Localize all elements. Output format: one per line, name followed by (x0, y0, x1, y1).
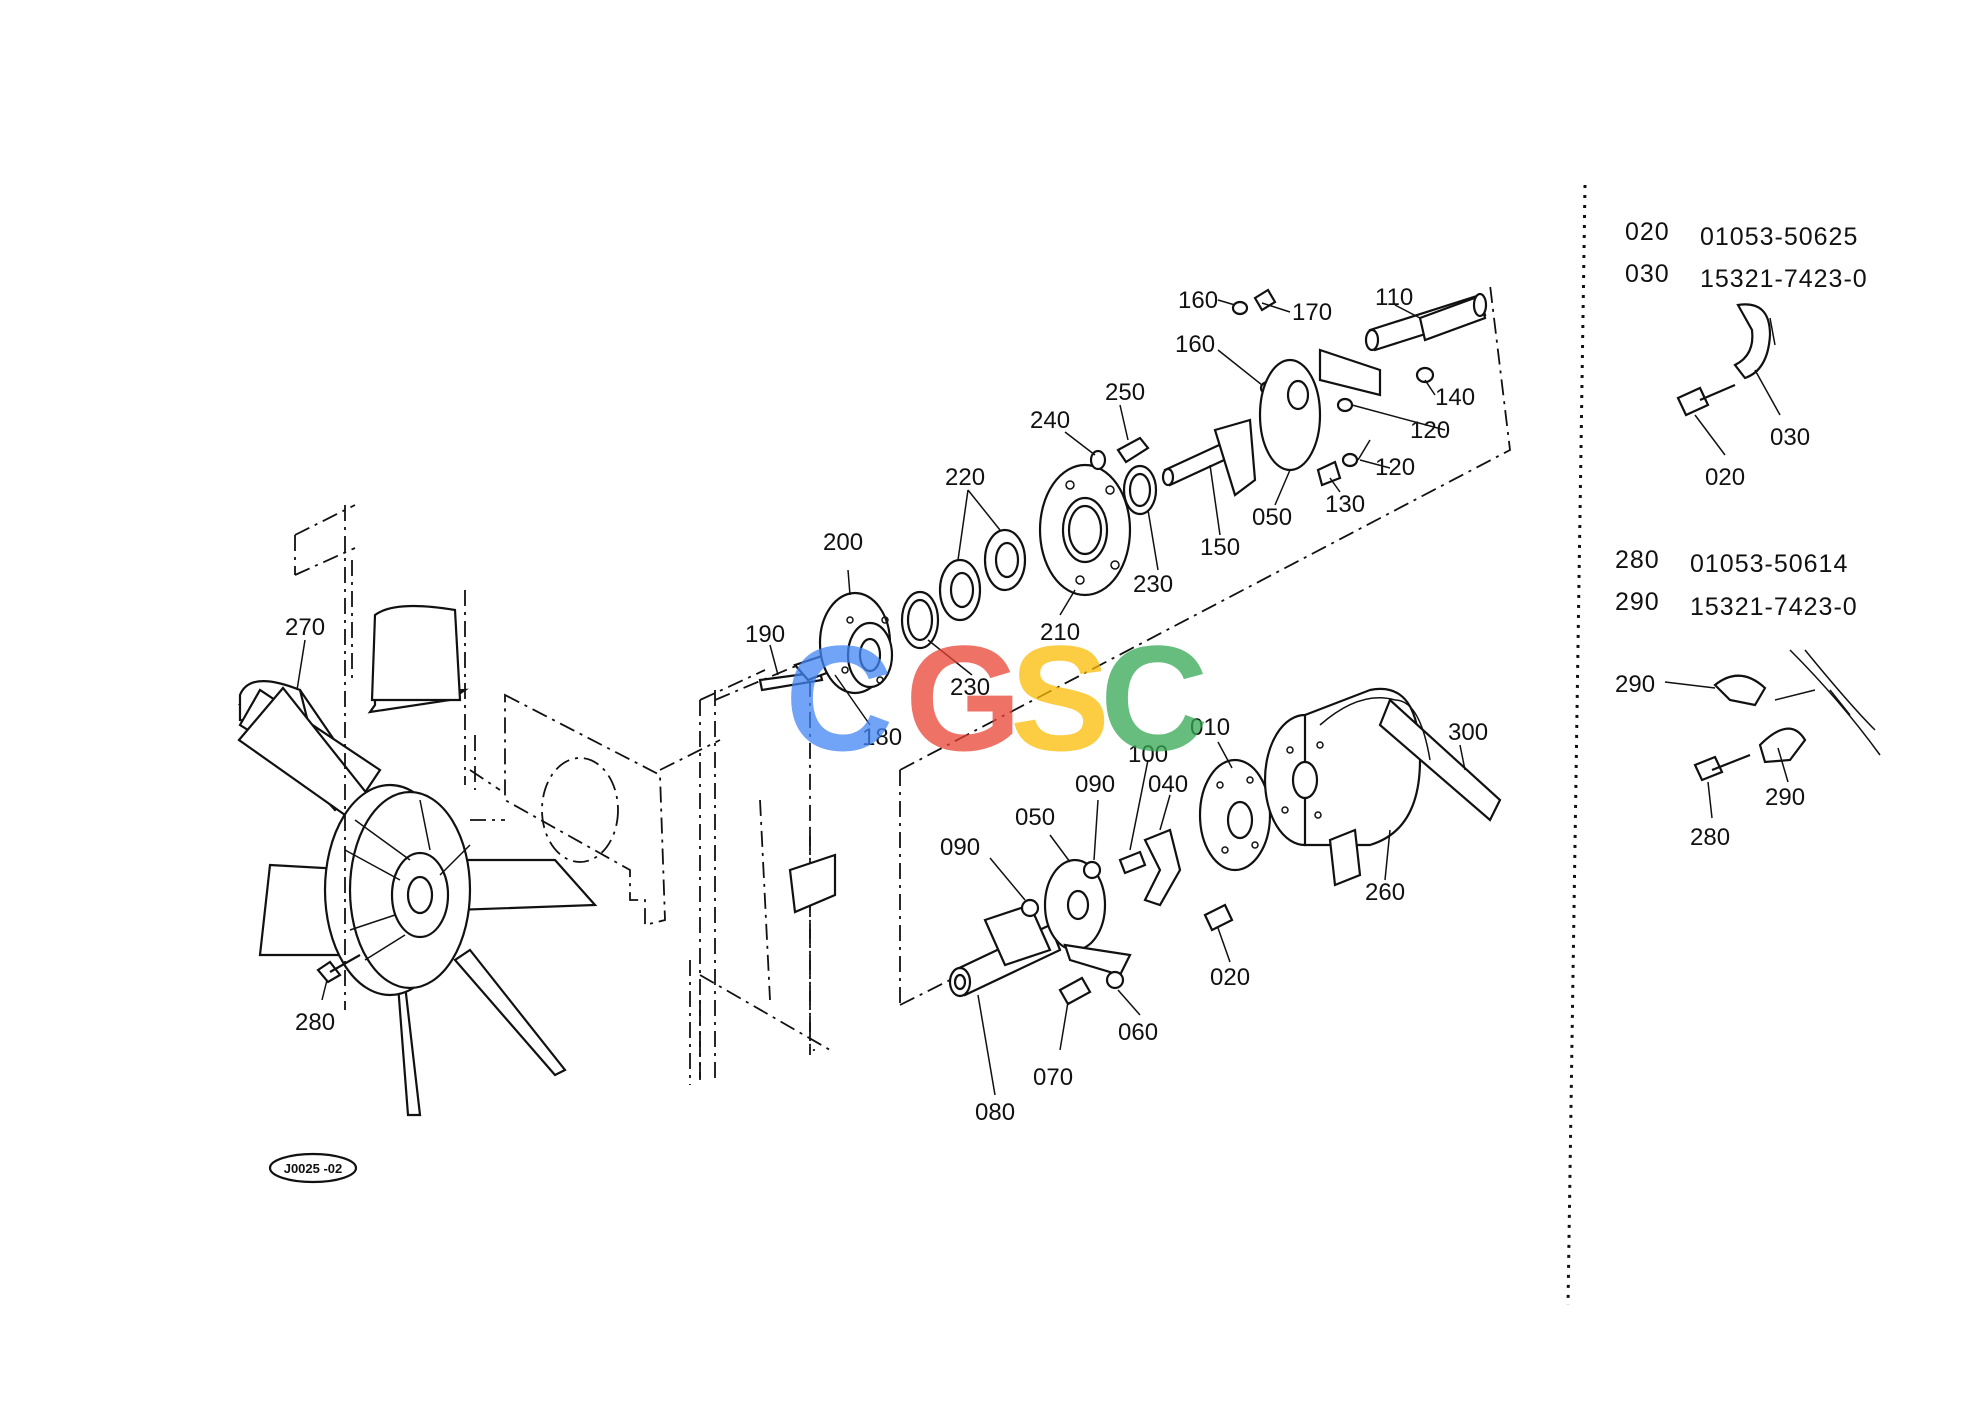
lower-shaft-assembly (948, 687, 1502, 1006)
belt-300 (1378, 698, 1502, 822)
callout-180: 180 (862, 724, 902, 751)
washer-090-a (1020, 898, 1040, 918)
washer-120 (1336, 397, 1354, 413)
plate-060 (1063, 943, 1132, 977)
mounting-frame (294, 284, 1511, 1085)
callout-190: 190 (745, 621, 785, 648)
bolt-250 (1116, 436, 1150, 464)
fan-blade-lower-right (453, 948, 567, 1077)
callout-250: 250 (1105, 379, 1145, 406)
callout-240: 240 (1030, 407, 1070, 434)
inset-callout-280: 280 (1690, 824, 1730, 851)
upper-shaft-assembly (758, 288, 1488, 695)
diagram-reference: J0025 -02 (268, 1152, 358, 1184)
pulley-boss (1328, 828, 1362, 887)
table-partno-030: 15321-7423-0 (1700, 265, 1868, 293)
small-bracket (788, 853, 837, 914)
nut-140 (1415, 366, 1435, 384)
callout-140: 140 (1435, 384, 1475, 411)
callout-270: 270 (285, 614, 325, 641)
callout-230-right: 230 (1133, 571, 1173, 598)
callout-230-left: 230 (950, 674, 990, 701)
callout-040: 040 (1148, 771, 1188, 798)
callout-080: 080 (975, 1099, 1015, 1126)
table-partno-020: 01053-50625 (1700, 223, 1858, 251)
fan-bolt-icon (316, 960, 342, 984)
watermark-letter-g: G (905, 614, 1022, 782)
watermark-letter-s: S (1010, 614, 1110, 782)
callout-110: 110 (1375, 284, 1413, 311)
inset-clip-assembly: 020 030 (1676, 303, 1810, 491)
table-ref-020: 020 (1625, 218, 1670, 246)
watermark-letter-c2: C (1100, 614, 1208, 782)
table-ref-280: 280 (1615, 546, 1660, 574)
inset-divider (1566, 184, 1587, 1306)
callout-160-top: 160 (1178, 287, 1218, 314)
table-partno-280: 01053-50614 (1690, 550, 1848, 578)
bolt-070 (1058, 976, 1092, 1006)
inset-callout-020: 020 (1705, 464, 1745, 491)
callout-labels: 270 280 190 180 200 230 220 210 240 250 … (285, 284, 1488, 1126)
inset-clip-290-bottom (1758, 727, 1807, 764)
callout-130: 130 (1325, 491, 1365, 518)
mounting-plate (504, 693, 666, 927)
disc-050-upper (1258, 358, 1322, 472)
washer-120-b (1341, 452, 1359, 468)
plate-hole (541, 757, 619, 863)
callout-050-lower: 050 (1015, 804, 1055, 831)
inset-clip-290-top (1713, 674, 1767, 707)
callout-160: 160 (1175, 331, 1215, 358)
callout-070: 070 (1033, 1064, 1073, 1091)
fan-blade-top (370, 604, 462, 702)
callout-060: 060 (1118, 1019, 1158, 1046)
callout-120-b: 120 (1375, 454, 1415, 481)
callout-260: 260 (1365, 879, 1405, 906)
inset-callout-290-b: 290 (1765, 784, 1805, 811)
leader-lines (296, 299, 1466, 1096)
callout-010: 010 (1190, 714, 1230, 741)
callout-210: 210 (1040, 619, 1080, 646)
callout-200: 200 (823, 529, 863, 556)
table-partno-290: 15321-7423-0 (1690, 593, 1858, 621)
bracket-040 (1143, 828, 1182, 907)
inset-callout-030: 030 (1770, 424, 1810, 451)
callout-220: 220 (945, 464, 985, 491)
callout-050-upper: 050 (1252, 504, 1292, 531)
table-ref-030: 030 (1625, 260, 1670, 288)
fan-hub-bore (406, 875, 434, 915)
diagram-id: J0025 -02 (284, 1161, 343, 1176)
bolt-130 (1316, 460, 1342, 487)
lower-frame (699, 974, 831, 1080)
watermark-letter-c1: C (785, 614, 893, 782)
upper-bracket (294, 504, 356, 576)
callout-170: 170 (1292, 299, 1332, 326)
side-panel (699, 658, 815, 1051)
callout-150: 150 (1200, 534, 1240, 561)
inset-bolt-280 (1693, 755, 1724, 782)
callout-300: 300 (1448, 719, 1488, 746)
table-ref-290: 290 (1615, 588, 1660, 616)
washer-060 (1105, 970, 1125, 990)
callout-100: 100 (1128, 741, 1168, 768)
callout-090-right: 090 (1075, 771, 1115, 798)
callout-120-a: 120 (1410, 417, 1450, 444)
callout-280: 280 (295, 1009, 335, 1036)
fan-assembly (237, 604, 598, 1117)
inset-fan-ring (1789, 649, 1881, 756)
washer-160 (1231, 300, 1249, 316)
fan-blade-bottom (396, 983, 422, 1117)
plate-120 (1318, 348, 1382, 397)
parts-table: 020 01053-50625 030 15321-7423-0 280 010… (1615, 218, 1868, 621)
watermark: C G S C (785, 614, 1208, 782)
callout-090-left: 090 (940, 834, 980, 861)
inset-bolt-020 (1676, 386, 1710, 417)
bolt-020 (1203, 903, 1234, 932)
washer-090-b (1082, 860, 1102, 880)
inset-clip-030 (1733, 303, 1772, 380)
callout-020: 020 (1210, 964, 1250, 991)
inset-callout-290-a: 290 (1615, 671, 1655, 698)
inset-fan-clip-assembly: 290 290 280 (1615, 649, 1881, 851)
